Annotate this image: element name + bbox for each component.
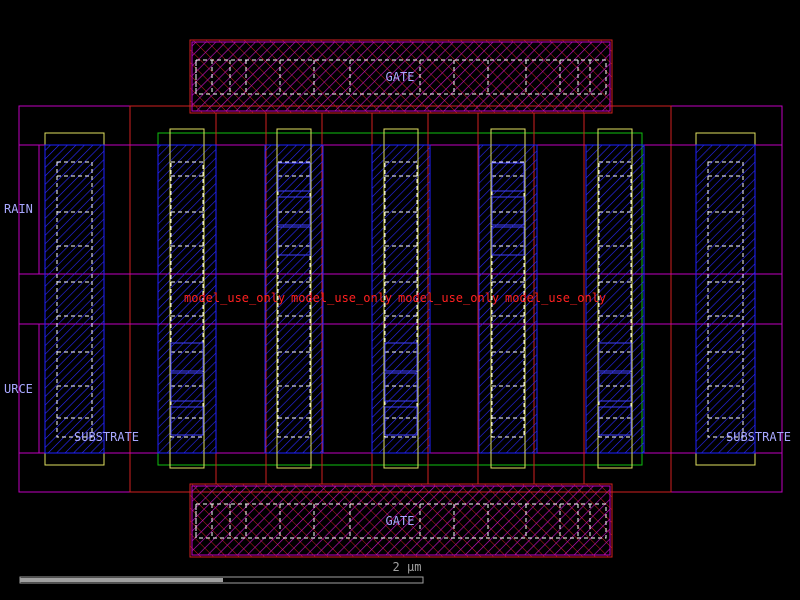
diffusion-contact-column bbox=[585, 128, 645, 469]
scale-label: 2 μm bbox=[393, 560, 422, 574]
source-label: URCE bbox=[4, 382, 33, 396]
substrate-contact-right bbox=[695, 132, 756, 466]
gate-pad-bottom bbox=[189, 483, 613, 558]
via-box bbox=[384, 372, 418, 402]
scale-bar bbox=[19, 576, 424, 584]
substrate-contact-left bbox=[44, 132, 105, 466]
drain-label: RAIN bbox=[4, 202, 33, 216]
gate-label-top: GATE bbox=[386, 70, 415, 84]
substrate-label-right: SUBSTRATE bbox=[726, 430, 791, 444]
gate-pad-top bbox=[189, 39, 613, 114]
via-box bbox=[384, 406, 418, 436]
model-use-label-2: model_use_only bbox=[291, 291, 392, 305]
model-use-label-1: model_use_only bbox=[184, 291, 285, 305]
diffusion-contact-column bbox=[478, 128, 538, 469]
via-box bbox=[170, 342, 204, 372]
via-box bbox=[598, 342, 632, 372]
via-box bbox=[598, 372, 632, 402]
via-box bbox=[277, 226, 311, 256]
via-box bbox=[277, 162, 311, 192]
via-box bbox=[491, 196, 525, 226]
via-box bbox=[491, 226, 525, 256]
via-box bbox=[491, 162, 525, 192]
substrate-label-left: SUBSTRATE bbox=[74, 430, 139, 444]
diffusion-contact-column bbox=[264, 128, 324, 469]
model-use-label-3: model_use_only bbox=[398, 291, 499, 305]
diffusion-contact-column bbox=[371, 128, 431, 469]
model-use-label-4: model_use_only bbox=[505, 291, 606, 305]
via-box bbox=[170, 406, 204, 436]
via-box bbox=[277, 196, 311, 226]
diffusion-contact-column bbox=[157, 128, 217, 469]
via-box bbox=[598, 406, 632, 436]
via-box bbox=[384, 342, 418, 372]
via-box bbox=[170, 372, 204, 402]
gate-label-bottom: GATE bbox=[386, 514, 415, 528]
